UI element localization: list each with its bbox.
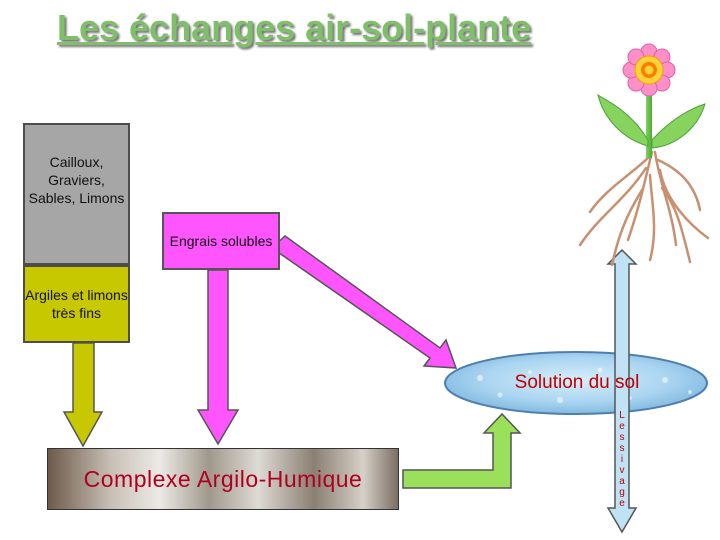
complex-box: Complexe Argilo-Humique — [47, 448, 399, 510]
solution-ellipse — [444, 351, 708, 415]
lessivage-letter: g — [619, 487, 625, 498]
complex-label: Complexe Argilo-Humique — [83, 465, 363, 492]
left-leaf — [597, 93, 649, 147]
gravel-label: Cailloux, Graviers, Sables, Limons — [28, 154, 125, 206]
lessivage-letter: e — [619, 421, 625, 432]
clay-box: Argiles et limons très fins — [23, 265, 130, 343]
lessivage-letter: a — [619, 476, 625, 487]
plant-roots — [578, 150, 710, 267]
fertilizer-label: Engrais solubles — [169, 233, 273, 249]
gravel-box: Cailloux, Graviers, Sables, Limons — [23, 123, 130, 265]
fertilizer-box: Engrais solubles — [162, 212, 280, 270]
flower — [622, 43, 676, 97]
lessivage-letter: e — [619, 498, 625, 509]
lessivage-letter: i — [620, 454, 624, 465]
plant — [597, 80, 706, 158]
clay-label: Argiles et limons très fins — [25, 287, 128, 321]
fertilizer-to-solution-arrow — [270, 235, 458, 369]
complex-to-solution-arrow — [402, 412, 522, 489]
right-leaf — [651, 103, 706, 149]
lessivage-letter: v — [619, 465, 625, 476]
page-title: Les échanges air-sol-plante — [57, 7, 532, 48]
lessivage-letter: s — [619, 432, 625, 443]
solution-label: Solution du sol — [514, 372, 640, 393]
clay-to-complex-arrow — [62, 342, 104, 448]
lessivage-letter: L — [619, 410, 625, 421]
lessivage-label: L e s s i v a g e — [612, 410, 632, 534]
fertilizer-to-complex-arrow — [196, 269, 240, 446]
lessivage-letter: s — [619, 443, 625, 454]
